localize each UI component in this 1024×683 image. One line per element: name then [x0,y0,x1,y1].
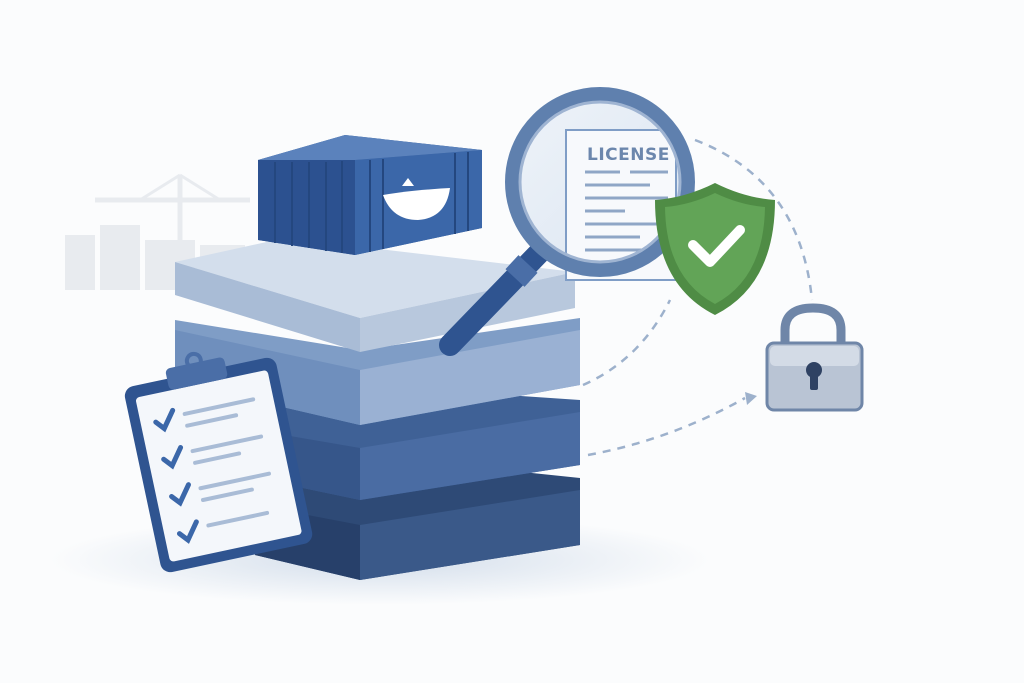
padlock-icon [767,308,862,410]
license-label: LICENSE [587,145,670,165]
arrowhead-icon [745,392,757,405]
shield-check-icon [655,183,775,315]
shipping-container-icon [258,135,482,255]
